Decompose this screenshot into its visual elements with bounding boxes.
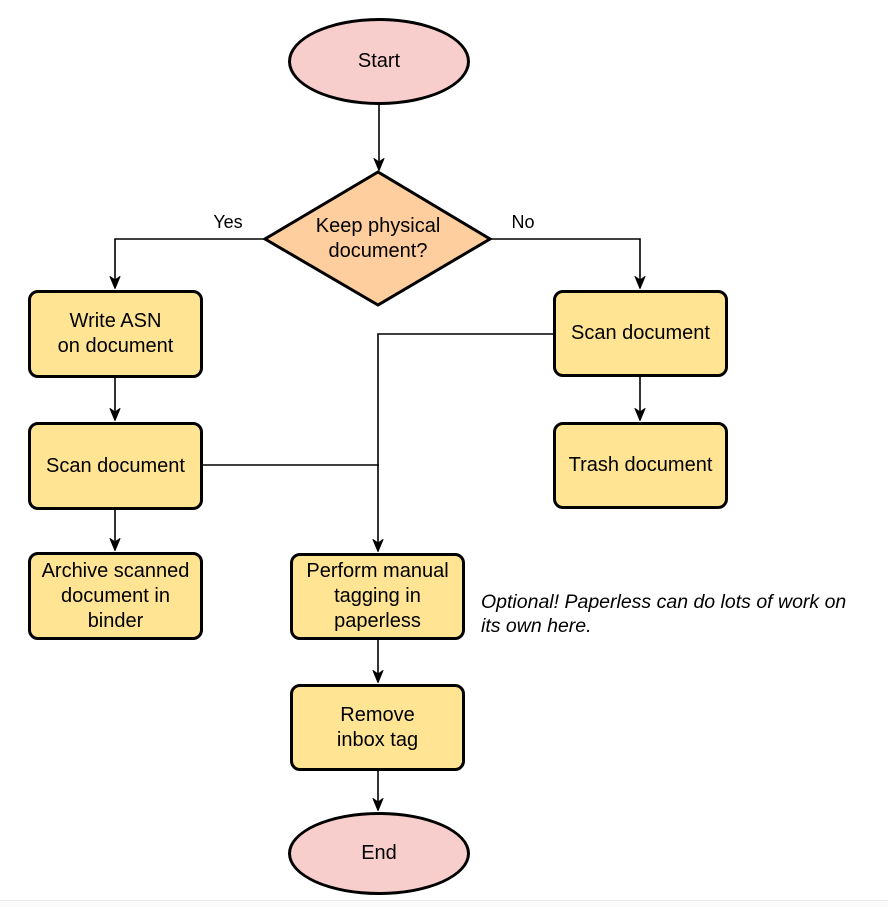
edge-decision-yes bbox=[109, 238, 266, 289]
write-asn-node: Write ASN on document bbox=[28, 290, 203, 378]
end-node: End bbox=[288, 812, 470, 895]
remove-inbox-tag-node: Remove inbox tag bbox=[290, 684, 465, 771]
remove-inbox-tag-label: Remove inbox tag bbox=[336, 703, 419, 751]
edge-decision-no bbox=[489, 238, 646, 289]
no-edge-label: No bbox=[511, 212, 535, 232]
trash-document-node: Trash document bbox=[553, 422, 728, 509]
decision-node-label: Keep physical document? bbox=[315, 215, 441, 262]
scan-document-left-node: Scan document bbox=[28, 422, 203, 510]
decision-shape bbox=[262, 170, 493, 307]
archive-document-node: Archive scanned document in binder bbox=[28, 552, 203, 640]
yes-edge-label: Yes bbox=[213, 212, 243, 232]
end-node-label: End bbox=[361, 842, 397, 864]
start-node: Start bbox=[288, 18, 470, 105]
page-bottom-divider bbox=[0, 900, 888, 907]
optional-note: Optional! Paperless can do lots of work … bbox=[481, 591, 847, 637]
scan-document-left-label: Scan document bbox=[46, 454, 185, 477]
scan-document-right-node: Scan document bbox=[553, 290, 728, 377]
perform-tagging-node: Perform manual tagging in paperless bbox=[290, 553, 465, 640]
trash-document-label: Trash document bbox=[568, 454, 713, 476]
start-node-label: Start bbox=[357, 50, 401, 72]
scan-document-right-label: Scan document bbox=[571, 322, 710, 344]
archive-document-label: Archive scanned document in binder bbox=[41, 559, 190, 632]
write-asn-node-label: Write ASN on document bbox=[57, 310, 174, 357]
edge-scanright-to-tagging bbox=[372, 333, 553, 552]
perform-tagging-label: Perform manual tagging in paperless bbox=[306, 560, 449, 632]
